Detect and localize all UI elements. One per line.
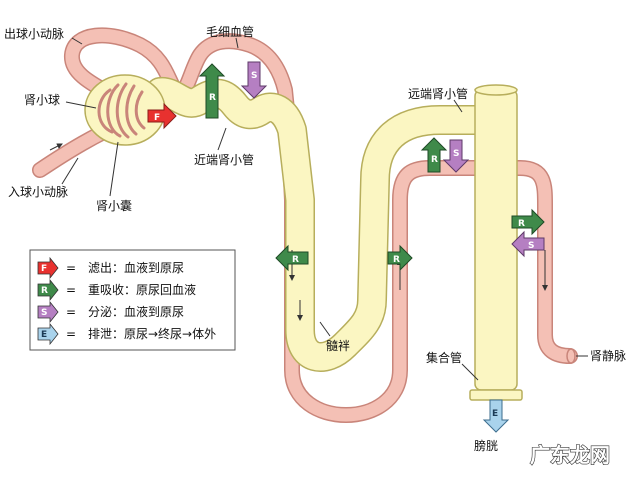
label-distal-tubule: 远端肾小管 [408,86,468,101]
watermark: 广东龙网 [530,443,610,467]
process-arrow-F: F [147,102,177,130]
legend-equals: = [66,261,76,275]
legend-arrow-icon [37,322,59,346]
label-collecting-duct: 集合管 [426,350,462,365]
legend-equals: = [66,283,76,297]
process-arrow-E: E [482,399,510,433]
svg-text:R: R [393,255,400,265]
svg-text:S: S [528,241,534,251]
process-arrow-S-collecting: S [511,230,545,258]
legend-arrow-icon [37,300,59,324]
process-arrow-S-proximal: S [240,61,268,99]
label-afferent-arteriole: 入球小动脉 [8,184,68,199]
legend-row-E: E = 排泄：原尿→终尿→体外 [37,322,216,346]
svg-text:R: R [292,255,299,265]
svg-text:S: S [251,71,257,81]
legend-text: 分泌：血液到原尿 [88,304,184,319]
process-arrow-R-ascending: R [387,244,413,272]
legend-letter: F [41,264,47,274]
label-proximal-tubule: 近端肾小管 [194,152,254,167]
legend-letter: S [41,308,47,318]
label-efferent-arteriole: 出球小动脉 [4,26,64,41]
svg-text:R: R [518,219,525,229]
legend-arrow-icon [37,278,59,302]
label-bladder: 膀胱 [474,438,498,453]
glomerulus-shape [97,82,146,139]
legend-row-F: F = 滤出：血液到原尿 [37,256,184,280]
blood-vessels [32,27,578,423]
legend-letter: E [41,330,47,340]
svg-text:R: R [209,93,216,103]
label-glomerulus: 肾小球 [24,93,60,107]
legend-equals: = [66,305,76,319]
label-loop-of-henle: 髓袢 [326,338,350,353]
svg-text:F: F [154,113,160,123]
process-arrow-R-descending: R [275,244,309,272]
legend-text: 重吸收：原尿回血液 [88,282,196,297]
process-arrow-R-proximal: R [198,63,226,119]
label-renal-vein: 肾静脉 [590,348,626,363]
legend-arrow-icon [37,256,59,280]
renal-vein-end [566,348,576,364]
svg-text:S: S [453,149,459,159]
process-arrow-R-collecting: R [511,208,545,236]
label-bowman-capsule: 肾小囊 [96,198,132,213]
svg-text:R: R [431,155,438,165]
legend: F = 滤出：血液到原尿 R = 重吸收：原尿回血液 S = 分泌：血液到原尿 E = 排泄：原尿→终… [29,249,236,351]
process-arrow-S-distal: S [442,139,470,173]
legend-row-S: S = 分泌：血液到原尿 [37,300,184,324]
svg-text:E: E [492,409,498,419]
legend-equals: = [66,327,76,341]
label-capillary: 毛细血管 [206,24,254,39]
leader-lines [61,37,588,381]
legend-text: 滤出：血液到原尿 [88,260,184,275]
collecting-duct-shape [474,89,518,391]
legend-row-R: R = 重吸收：原尿回血液 [37,278,196,302]
process-arrow-R-distal: R [420,137,448,173]
legend-letter: R [41,286,48,296]
legend-text: 排泄：原尿→终尿→体外 [88,326,216,341]
tubule [84,74,523,401]
